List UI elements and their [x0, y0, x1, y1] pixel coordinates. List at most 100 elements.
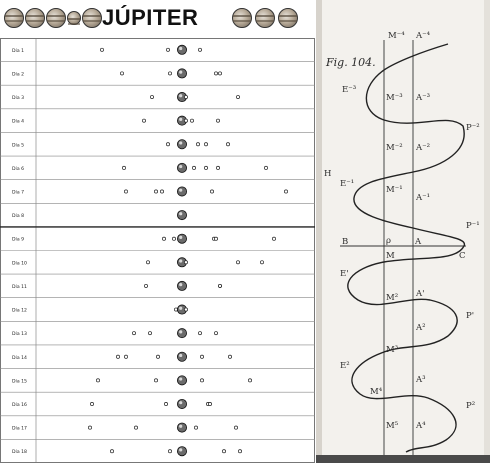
jupiter-disc: [177, 352, 186, 361]
jupiter-highlight: [179, 71, 182, 74]
jupiter-thumbnail-icon: [67, 11, 81, 25]
day-label: Día 16: [12, 401, 27, 408]
label-m4b: M⁴: [370, 387, 383, 397]
day-label: Día 15: [12, 377, 27, 384]
moon-point: [184, 95, 187, 98]
moon-point: [142, 119, 145, 122]
moon-point: [184, 261, 187, 264]
jupiter-disc: [177, 376, 186, 385]
moon-point: [154, 190, 157, 193]
paper-shadow-left: [316, 0, 322, 463]
moon-point: [238, 450, 241, 453]
jupiter-highlight: [179, 377, 182, 380]
sine-wave-figure: Fig. 104. M⁻⁴ A⁻⁴ E⁻³ M⁻³ A⁻³ M⁻² A⁻² P⁻…: [316, 0, 490, 463]
jupiter-highlight: [179, 354, 182, 357]
moon-point: [184, 119, 187, 122]
jupiter-highlight: [179, 212, 182, 215]
jupiter-highlight: [179, 307, 182, 310]
day-label: Día 11: [12, 283, 27, 290]
label-a2b: A²: [415, 323, 426, 333]
label-rho: ρ: [386, 236, 391, 246]
day-label: Día 6: [12, 165, 24, 172]
moon-point: [210, 190, 213, 193]
jupiter-disc: [177, 45, 186, 54]
moon-point: [228, 355, 231, 358]
moon-point: [124, 355, 127, 358]
jupiter-disc: [177, 163, 186, 172]
moon-point: [172, 237, 175, 240]
moon-point: [226, 143, 229, 146]
jupiter-highlight: [179, 283, 182, 286]
moon-point: [204, 166, 207, 169]
jupiter-highlight: [179, 425, 182, 428]
moon-point: [218, 72, 221, 75]
moon-point: [248, 379, 251, 382]
jupiter-disc: [177, 140, 186, 149]
label-e1: E⁻¹: [340, 179, 354, 189]
day-label: Día 8: [12, 212, 24, 219]
label-p2: P⁻²: [466, 123, 480, 133]
moon-point: [100, 48, 103, 51]
moon-point: [236, 261, 239, 264]
label-m2: M⁻²: [386, 143, 403, 153]
jupiter-disc: [177, 329, 186, 338]
jupiter-highlight: [179, 47, 182, 50]
jupiter-highlight: [179, 141, 182, 144]
moon-point: [204, 143, 207, 146]
moon-point: [184, 308, 187, 311]
moon-point: [116, 355, 119, 358]
moon-point: [88, 426, 91, 429]
moon-point: [214, 332, 217, 335]
moon-point: [156, 355, 159, 358]
jupiter-highlight: [179, 236, 182, 239]
moon-point: [168, 450, 171, 453]
day-label: Día 2: [12, 70, 24, 77]
jupiter-thumbnail-icon: [255, 8, 275, 28]
moon-point: [164, 402, 167, 405]
jupiter-highlight: [179, 448, 182, 451]
moon-point: [198, 48, 201, 51]
jupiter-disc: [177, 447, 186, 456]
day-label: Día 10: [12, 259, 27, 266]
label-m3b: M³: [386, 345, 398, 355]
jupiter-thumbnail-icon: [82, 8, 102, 28]
label-a4b: A⁴: [415, 421, 426, 431]
label-m5: M⁵: [386, 421, 399, 431]
moon-point: [272, 237, 275, 240]
moon-point: [150, 95, 153, 98]
label-e3: E⁻³: [342, 85, 356, 95]
moon-point: [134, 426, 137, 429]
label-m1: M⁻¹: [386, 185, 403, 195]
day-label: Día 4: [12, 118, 24, 125]
jupiter-highlight: [179, 118, 182, 121]
moon-point: [192, 166, 195, 169]
label-a4: A⁻⁴: [415, 31, 431, 41]
moon-point: [234, 426, 237, 429]
label-m3: M⁻³: [386, 93, 403, 103]
jupiter-thumbnail-icon: [25, 8, 45, 28]
day-label: Día 13: [12, 330, 27, 337]
label-p2b: P²: [466, 401, 475, 411]
moon-point: [160, 190, 163, 193]
moon-point: [132, 332, 135, 335]
day-label: Día 9: [12, 236, 24, 243]
engraved-figure-panel: Fig. 104. M⁻⁴ A⁻⁴ E⁻³ M⁻³ A⁻³ M⁻² A⁻² P⁻…: [316, 0, 490, 463]
moon-point: [264, 166, 267, 169]
moon-point: [148, 332, 151, 335]
moon-point: [90, 402, 93, 405]
day-label: Día 14: [12, 354, 27, 361]
moon-point: [122, 166, 125, 169]
moon-point: [154, 379, 157, 382]
moon-point: [144, 284, 147, 287]
moon-point: [166, 143, 169, 146]
moon-point: [260, 261, 263, 264]
label-b: B: [342, 237, 348, 247]
moon-point: [146, 261, 149, 264]
day-label: Día 12: [12, 307, 27, 314]
moon-point: [124, 190, 127, 193]
jupiter-highlight: [179, 189, 182, 192]
label-m: M: [386, 251, 395, 261]
day-label: Día 7: [12, 188, 24, 195]
jupiter-highlight: [179, 330, 182, 333]
moon-point: [162, 237, 165, 240]
